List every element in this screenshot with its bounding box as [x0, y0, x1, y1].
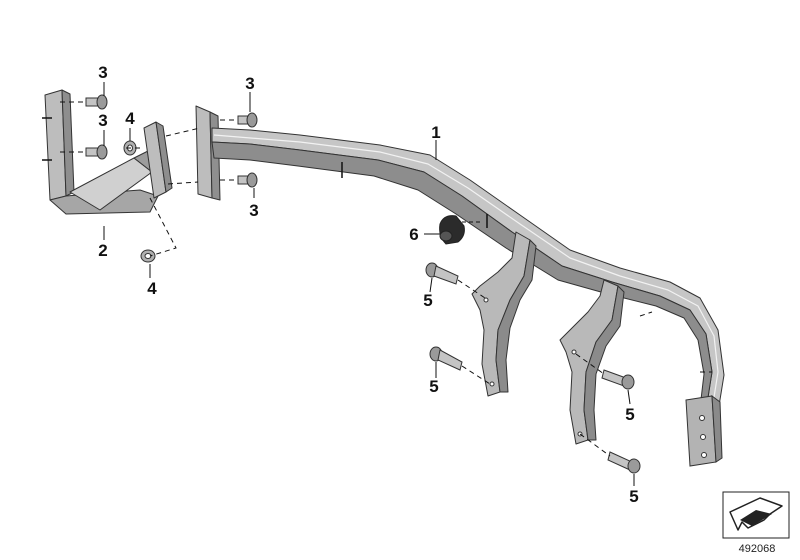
assembly-lines — [60, 101, 712, 457]
callout-3: 3 — [98, 63, 107, 82]
callout-2: 2 — [98, 241, 107, 260]
callouts: 3 3 4 3 3 2 4 1 6 5 5 5 5 — [98, 63, 638, 506]
bolt-5-a — [425, 262, 459, 285]
arrow-fill-icon — [740, 510, 772, 526]
frame-bar-part-1 — [195, 105, 725, 413]
bolt-3-lower — [85, 144, 108, 160]
callout-4: 4 — [125, 109, 135, 128]
end-plate — [685, 394, 723, 467]
bolt-3-upper — [85, 94, 108, 110]
fasteners — [85, 94, 641, 474]
bar-bracket-left — [471, 231, 537, 397]
leader-lines — [103, 82, 635, 486]
bolt-5-b — [429, 346, 463, 371]
direction-symbol — [722, 491, 790, 539]
nut-4-lower — [140, 249, 156, 263]
bolt-5-d — [607, 451, 641, 474]
callout-5: 5 — [429, 377, 438, 396]
document-number: 492068 — [739, 543, 776, 555]
bolt-5-c — [601, 369, 635, 390]
bar-bracket-right — [559, 279, 625, 445]
callout-6: 6 — [409, 225, 418, 244]
callout-3: 3 — [245, 74, 254, 93]
bracket-part-2 — [42, 89, 173, 215]
clip-part-6 — [439, 215, 480, 245]
bolt-3-lower-center — [237, 172, 258, 188]
callout-5: 5 — [423, 291, 432, 310]
callout-1: 1 — [431, 123, 440, 142]
bolt-3-top-center — [237, 112, 258, 128]
callout-3: 3 — [98, 111, 107, 130]
callout-3: 3 — [249, 201, 258, 220]
callout-4: 4 — [147, 279, 157, 298]
callout-5: 5 — [629, 487, 638, 506]
callout-5: 5 — [625, 405, 634, 424]
